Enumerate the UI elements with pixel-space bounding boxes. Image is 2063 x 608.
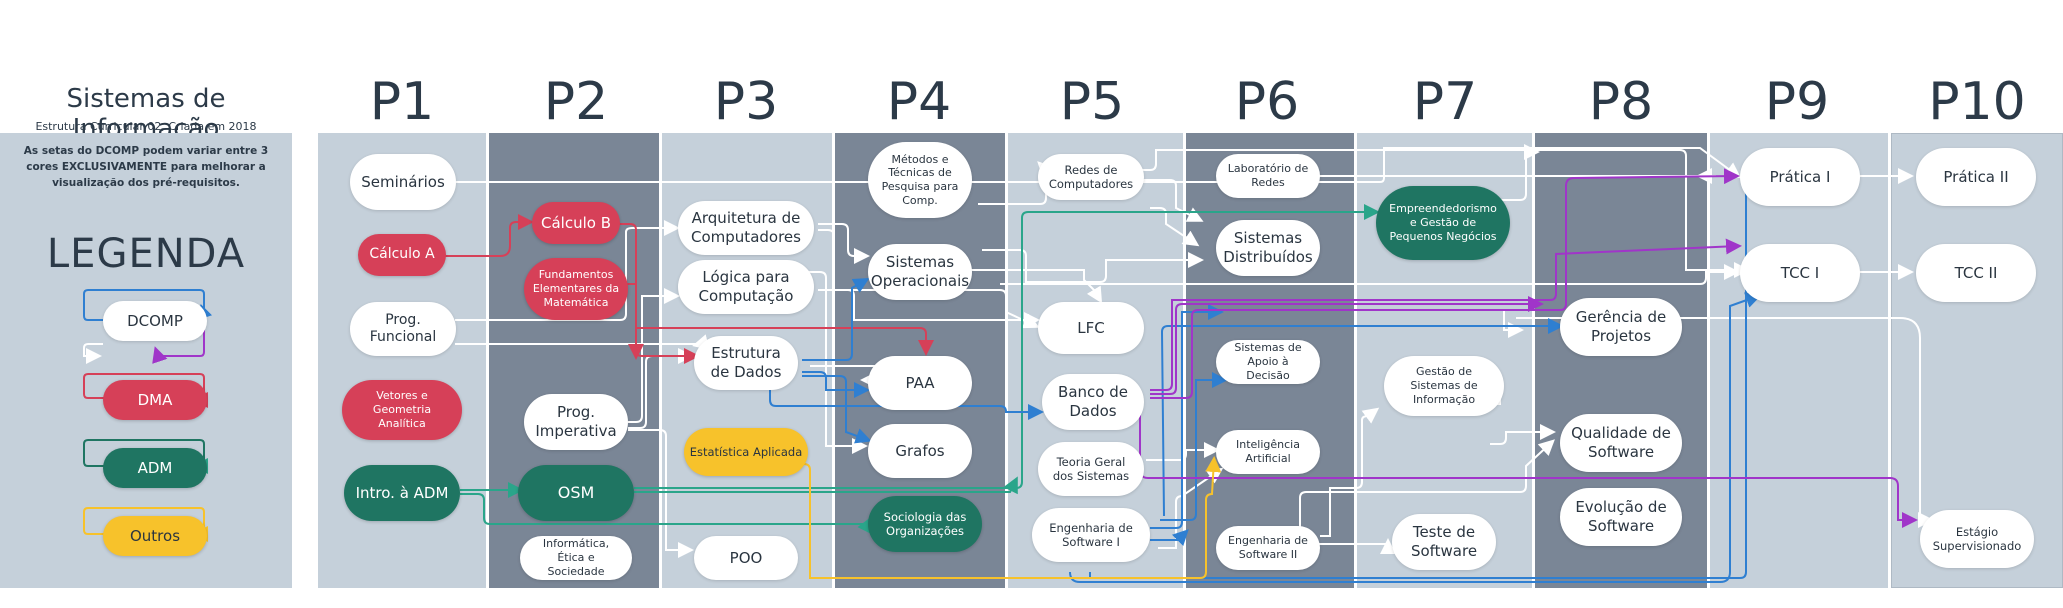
legend-note: As setas do DCOMP podem variar entre 3 c…	[23, 145, 269, 189]
course-vetores-geometria-analitica: Vetores e Geometria Analítica	[342, 380, 462, 440]
course-metodos-tecnicas-pesquisa: Métodos e Técnicas de Pesquisa para Comp…	[868, 142, 972, 218]
period-header-p1: P1	[369, 72, 435, 132]
course-qualidade-software: Qualidade de Software	[1560, 414, 1682, 472]
course-seminarios: Seminários	[350, 154, 456, 210]
course-estatistica-aplicada: Estatística Aplicada	[684, 428, 808, 476]
course-laboratorio-redes: Laboratório de Redes	[1216, 154, 1320, 198]
course-intro-adm: Intro. à ADM	[344, 465, 460, 521]
course-engenharia-software-2: Engenharia de Software II	[1216, 526, 1320, 570]
legend-arrow-dcomp	[83, 289, 213, 364]
legend-node-dcomp: DCOMP	[103, 301, 207, 341]
course-informatica-etica-sociedade: Informática, Ética e Sociedade	[520, 536, 632, 580]
course-grafos: Grafos	[868, 424, 972, 478]
course-prog-imperativa: Prog. Imperativa	[524, 394, 628, 450]
period-header-p8: P8	[1588, 72, 1654, 132]
course-tcc-1: TCC I	[1740, 244, 1860, 302]
course-pratica-2: Prática II	[1916, 148, 2036, 206]
course-estagio-supervisionado: Estágio Supervisionado	[1920, 510, 2034, 568]
course-gerencia-projetos: Gerência de Projetos	[1560, 298, 1682, 356]
arrows-outros	[796, 456, 1222, 579]
course-osm: OSM	[518, 465, 634, 521]
course-sistemas-operacionais: Sistemas Operacionais	[868, 244, 972, 300]
course-estrutura-dados: Estrutura de Dados	[694, 336, 798, 390]
course-tcc-2: TCC II	[1916, 244, 2036, 302]
course-evolucao-software: Evolução de Software	[1560, 488, 1682, 546]
page-title: Sistemas de Informação	[66, 84, 226, 144]
course-calculo-b: Cálculo B	[532, 202, 620, 244]
period-header-p6: P6	[1234, 72, 1300, 132]
course-teoria-geral-sistemas: Teoria Geral dos Sistemas	[1038, 442, 1144, 496]
course-sociologia-organizacoes: Sociologia das Organizações	[868, 496, 982, 552]
legend-node-adm: ADM	[103, 448, 207, 488]
course-calculo-a: Cálculo A	[358, 234, 446, 276]
course-poo: POO	[694, 536, 798, 580]
arrows-adm	[460, 204, 1380, 535]
period-header-p4: P4	[886, 72, 952, 132]
course-arquitetura-computadores: Arquitetura de Computadores	[678, 201, 814, 255]
course-gestao-sistemas-informacao: Gestão de Sistemas de Informação	[1384, 356, 1504, 416]
course-sistemas-apoio-decisao: Sistemas de Apoio à Decisão	[1216, 340, 1320, 384]
course-redes-computadores: Redes de Computadores	[1038, 154, 1144, 200]
legend-title: LEGENDA	[46, 231, 246, 277]
course-paa: PAA	[868, 356, 972, 410]
course-sistemas-distribuidos: Sistemas Distribuídos	[1216, 220, 1320, 276]
course-prog-funcional: Prog. Funcional	[350, 302, 456, 356]
period-header-p10: P10	[1928, 72, 2026, 132]
course-fundamentos-elementares-matematica: Fundamentos Elementares da Matemática	[524, 258, 628, 320]
column-p9	[1710, 133, 1888, 588]
page-subtitle: Estrutura Curricular 02, Criada em 2018	[35, 120, 257, 133]
course-engenharia-software-1: Engenharia de Software I	[1032, 508, 1150, 562]
course-teste-software: Teste de Software	[1392, 514, 1496, 570]
period-header-p2: P2	[543, 72, 609, 132]
course-pratica-1: Prática I	[1740, 148, 1860, 206]
course-inteligencia-artificial: Inteligência Artificial	[1216, 430, 1320, 474]
period-header-p9: P9	[1764, 72, 1830, 132]
period-header-p7: P7	[1412, 72, 1478, 132]
course-banco-dados: Banco de Dados	[1042, 374, 1144, 430]
period-header-p3: P3	[713, 72, 779, 132]
legend-node-dma: DMA	[103, 380, 207, 420]
legend-node-outros: Outros	[103, 516, 207, 556]
course-empreendedorismo-gestao-pequenos-negocios: Empreendedorismo e Gestão de Pequenos Ne…	[1376, 186, 1510, 260]
course-lfc: LFC	[1038, 302, 1144, 354]
course-logica-computacao: Lógica para Computação	[678, 260, 814, 314]
period-header-p5: P5	[1059, 72, 1125, 132]
legend-panel: As setas do DCOMP podem variar entre 3 c…	[0, 133, 292, 588]
